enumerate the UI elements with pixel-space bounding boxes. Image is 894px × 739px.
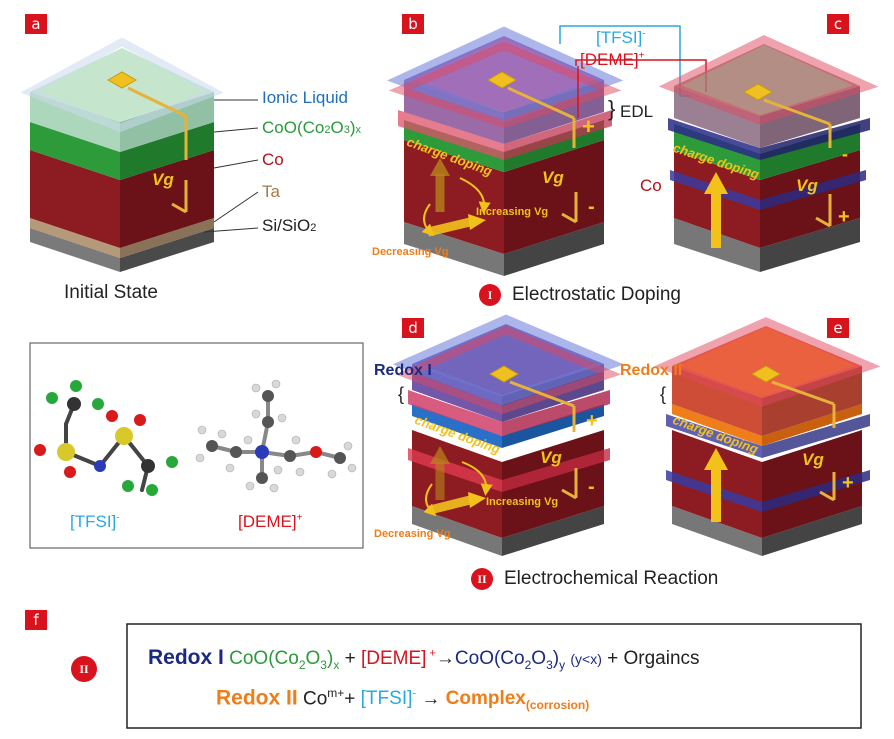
numeral-II-f: II [71,656,97,682]
equation-redox-I: Redox I CoO(Co2O3)x + [DEME] +→CoO(Co2O3… [148,646,700,672]
cube-initial-state [20,37,259,272]
label-coo-layer: CoO(Co2O3)x [262,118,362,137]
panel-tag-d: d [402,318,424,338]
label-tfsi-b: [TFSI]- [596,28,646,47]
sign-plus-d: + [586,410,598,432]
label-increasing-vg-d: Increasing Vg [486,496,559,508]
label-vg-a: Vg [152,170,174,189]
label-ta-layer: Ta [262,182,280,201]
label-co-c: Co [640,176,662,195]
sign-plus-e: + [842,472,854,494]
label-vg-d: Vg [540,448,562,467]
label-edl: EDL [620,102,654,121]
caption-initial-state: Initial State [64,282,158,303]
cube-electrochemical-e [654,317,881,556]
brace-e: { [660,384,667,404]
label-decreasing-vg-d: Decreasing Vg [374,528,451,540]
label-decreasing-vg-b: Decreasing Vg [372,246,449,258]
label-tfsi-molecule: [TFSI]- [70,512,120,531]
panel-tag-c: c [827,14,849,34]
panel-tag-f: f [25,610,47,630]
panel-tag-b: b [402,14,424,34]
edl-brace: } [608,96,616,121]
cube-electrostatic-c [658,35,879,272]
label-co-layer: Co [262,150,284,169]
label-redox-II: Redox II [620,362,683,379]
sign-minus-d: - [588,476,595,498]
equation-redox-II: Redox II Com++ [TFSI]- → Complex(corrosi… [216,686,590,713]
caption-electrochemical-reaction: Electrochemical Reaction [504,568,719,589]
label-deme-molecule: [DEME]+ [238,512,303,531]
panel-tag-a: a [25,14,47,34]
label-deme-b: [DEME]+ [580,50,645,69]
label-si-layer: Si/SiO2 [262,216,317,235]
label-increasing-vg-b: Increasing Vg [476,206,549,218]
sign-minus-b: - [588,196,595,218]
label-vg-e: Vg [802,450,824,469]
brace-d: { [398,384,405,404]
cube-electrostatic-b [386,25,707,276]
numeral-I: I [479,284,501,306]
label-redox-I: Redox I [374,362,432,379]
label-vg-b: Vg [542,168,564,187]
sign-minus-c: - [842,144,848,164]
molecule-panel-frame [29,342,364,549]
molecule-structures [34,379,357,496]
numeral-II: II [471,568,493,590]
sign-plus-b: + [582,114,595,139]
label-vg-c: Vg [796,176,818,195]
label-ionic-liquid: Ionic Liquid [262,88,349,107]
equation-frame [126,623,862,729]
caption-electrostatic-doping: Electrostatic Doping [512,284,681,305]
cube-electrochemical-d [392,314,625,556]
sign-plus-c: + [838,206,850,228]
panel-tag-e: e [827,318,849,338]
